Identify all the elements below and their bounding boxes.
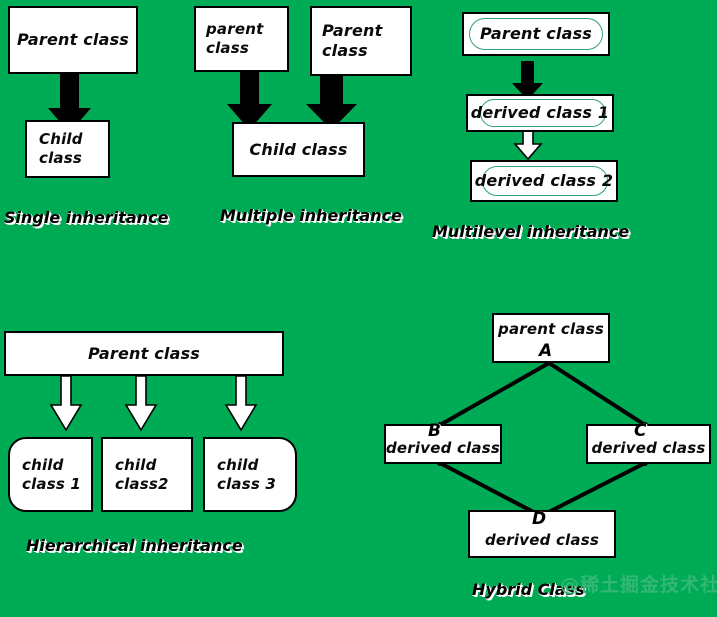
caption-single-inheritance: Single inheritance bbox=[4, 208, 169, 227]
node-label: Parent class bbox=[87, 343, 201, 363]
node-multilevel-derived-class-1[interactable]: derived class 1 bbox=[466, 94, 614, 132]
node-label: derived class 1 bbox=[470, 103, 610, 122]
hybrid-letter-a: A bbox=[539, 341, 553, 361]
arrow-hierarchical-parent-to-child2 bbox=[124, 375, 158, 432]
node-label: parent class bbox=[498, 320, 604, 338]
node-hierarchical-child-class-2[interactable]: child class2 bbox=[101, 437, 193, 512]
caption-hierarchical-inheritance: Hierarchical inheritance bbox=[26, 536, 243, 555]
caption-multiple-inheritance: Multiple inheritance bbox=[220, 206, 402, 225]
node-multilevel-parent-class[interactable]: Parent class bbox=[462, 12, 610, 56]
node-label: Parent class bbox=[322, 21, 383, 60]
node-hierarchical-child-class-1[interactable]: child class 1 bbox=[8, 437, 93, 512]
node-label: Parent class bbox=[16, 30, 130, 49]
node-label: derived class 2 bbox=[474, 171, 614, 190]
arrow-multilevel-derived1-to-derived2 bbox=[513, 127, 543, 161]
node-multilevel-derived-class-2[interactable]: derived class 2 bbox=[470, 160, 618, 202]
node-single-parent-class[interactable]: Parent class bbox=[8, 6, 138, 74]
node-hybrid-parent-class-a[interactable]: parent class bbox=[492, 313, 610, 363]
node-label: Child class bbox=[39, 130, 83, 167]
watermark: @稀土掘金技术社区 bbox=[560, 574, 717, 596]
node-multiple-parent-class-2[interactable]: Parent class bbox=[310, 6, 412, 76]
node-label: parent class bbox=[206, 20, 264, 57]
node-single-child-class[interactable]: Child class bbox=[25, 120, 110, 178]
node-label: derived class bbox=[591, 439, 706, 458]
node-label: child class2 bbox=[115, 455, 169, 493]
node-label: derived class bbox=[386, 439, 500, 458]
node-hybrid-derived-class-c[interactable]: derived class bbox=[586, 424, 711, 464]
node-hierarchical-child-class-3[interactable]: child class 3 bbox=[203, 437, 297, 512]
node-multiple-child-class[interactable]: Child class bbox=[232, 122, 365, 177]
node-multiple-parent-class-1[interactable]: parent class bbox=[194, 6, 289, 72]
arrow-hierarchical-parent-to-child3 bbox=[224, 375, 258, 432]
hybrid-letter-c: C bbox=[634, 421, 647, 441]
node-hybrid-derived-class-b[interactable]: derived class bbox=[384, 424, 502, 464]
node-label: derived class bbox=[485, 531, 599, 550]
node-label: child class 1 bbox=[22, 455, 82, 493]
node-label: child class 3 bbox=[217, 455, 277, 493]
hybrid-letter-b: B bbox=[428, 421, 441, 441]
arrow-hierarchical-parent-to-child1 bbox=[49, 375, 83, 432]
node-hierarchical-parent-class[interactable]: Parent class bbox=[4, 331, 284, 376]
caption-hybrid-class: Hybrid Class bbox=[472, 580, 585, 599]
node-label: Parent class bbox=[479, 24, 593, 43]
caption-multilevel-inheritance: Multilevel inheritance bbox=[432, 222, 630, 241]
node-label: Child class bbox=[249, 139, 348, 159]
hybrid-letter-d: D bbox=[532, 509, 547, 529]
